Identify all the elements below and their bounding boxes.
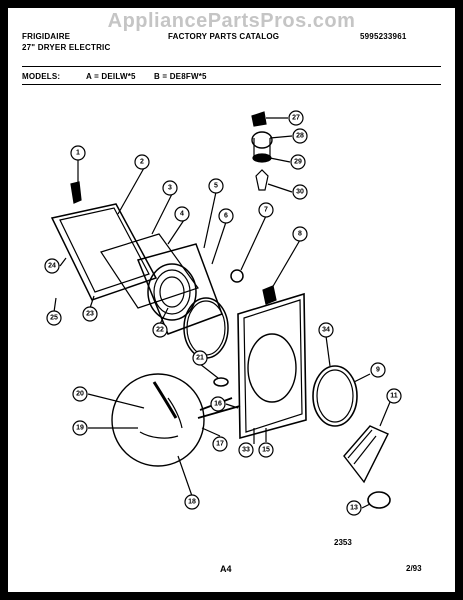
brand-label: FRIGIDAIRE: [22, 32, 71, 41]
callout-8: [292, 226, 308, 242]
callout-label: 23: [86, 311, 94, 318]
model-a: A = DEILW*5: [86, 72, 136, 81]
catalog-title: FACTORY PARTS CATALOG: [168, 32, 280, 41]
callout-9: [370, 362, 386, 378]
callout-27: [288, 110, 304, 126]
front-panel-opening: [247, 333, 297, 403]
callout-label: 25: [50, 315, 58, 322]
detail-magnifier: [111, 373, 205, 467]
callout-label: 33: [242, 447, 250, 454]
callout-label: 18: [188, 499, 196, 506]
door-gasket: [183, 297, 229, 359]
callout-label: 3: [168, 185, 172, 192]
callout-label: 27: [292, 115, 300, 122]
callout-23: [82, 306, 98, 322]
callout-3: [162, 180, 178, 196]
header-rule-top: [22, 66, 441, 67]
front-seal: [312, 365, 358, 427]
callout-21: [192, 350, 208, 366]
hinge-bracket: [70, 181, 82, 204]
door-window: [147, 263, 197, 321]
parts-sheet: FRIGIDAIRE 27" DRYER ELECTRIC FACTORY PA…: [8, 8, 455, 592]
callout-33: [238, 442, 254, 458]
header-rule-bottom: [22, 84, 441, 85]
callout-label: 22: [156, 327, 164, 334]
lamp-housing: [251, 131, 273, 149]
callout-24: [44, 258, 60, 274]
callout-label: 34: [322, 327, 330, 334]
callout-label: 1: [76, 150, 80, 157]
door-frame: [136, 243, 223, 335]
door-liner: [100, 233, 199, 309]
callout-18: [184, 494, 200, 510]
callout-11: [386, 388, 402, 404]
lamp-bulb: [255, 169, 269, 191]
duct-ring: [367, 491, 391, 509]
callout-16: [210, 396, 226, 412]
callout-label: 9: [376, 367, 380, 374]
callout-label: 19: [76, 425, 84, 432]
callout-28: [292, 128, 308, 144]
door-switch: [213, 377, 229, 387]
callout-label: 30: [296, 189, 304, 196]
callout-29: [290, 154, 306, 170]
callout-15: [258, 442, 274, 458]
product-label: 27" DRYER ELECTRIC: [22, 43, 111, 52]
callout-label: 6: [224, 213, 228, 220]
callout-30: [292, 184, 308, 200]
page-label: A4: [220, 564, 232, 574]
door-inner-panel: [50, 203, 158, 301]
figure-number: 2353: [334, 538, 352, 547]
callout-label: 20: [76, 391, 84, 398]
callout-25: [46, 310, 62, 326]
callout-label: 24: [48, 263, 56, 270]
callout-7: [258, 202, 274, 218]
callout-22: [152, 322, 168, 338]
latch-part-7: [230, 269, 244, 283]
callout-markers: [44, 110, 402, 516]
callout-label: 11: [390, 393, 398, 400]
callout-label: 16: [214, 401, 222, 408]
callout-label: 29: [294, 159, 302, 166]
callout-1: [70, 145, 86, 161]
callout-label: 5: [214, 183, 218, 190]
callout-label: 13: [350, 505, 358, 512]
callout-5: [208, 178, 224, 194]
models-label: MODELS:: [22, 72, 61, 81]
callout-6: [218, 208, 234, 224]
latch-part-8: [262, 285, 277, 305]
exploded-view-diagram: 1 2 3 4 5 6 7 8 9 11 13 15 16 17 18 19 2…: [44, 110, 402, 516]
callout-4: [174, 206, 190, 222]
catalog-number: 5995233961: [360, 32, 407, 41]
callout-2: [134, 154, 150, 170]
lamp-socket: [251, 111, 267, 127]
callout-label: 15: [262, 447, 270, 454]
callout-label: 2: [140, 159, 144, 166]
callout-19: [72, 420, 88, 436]
callout-13: [346, 500, 362, 516]
lint-duct: [343, 425, 389, 484]
callout-34: [318, 322, 334, 338]
callout-17: [212, 436, 228, 452]
front-panel: [237, 292, 307, 440]
callout-label: 21: [196, 355, 204, 362]
callout-label: 17: [216, 441, 224, 448]
revision-date: 2/93: [406, 564, 422, 573]
callout-label: 4: [180, 211, 184, 218]
callout-label: 7: [264, 207, 268, 214]
model-b: B = DE8FW*5: [154, 72, 207, 81]
callout-20: [72, 386, 88, 402]
callout-label: 8: [298, 231, 302, 238]
callout-label: 28: [296, 133, 304, 140]
